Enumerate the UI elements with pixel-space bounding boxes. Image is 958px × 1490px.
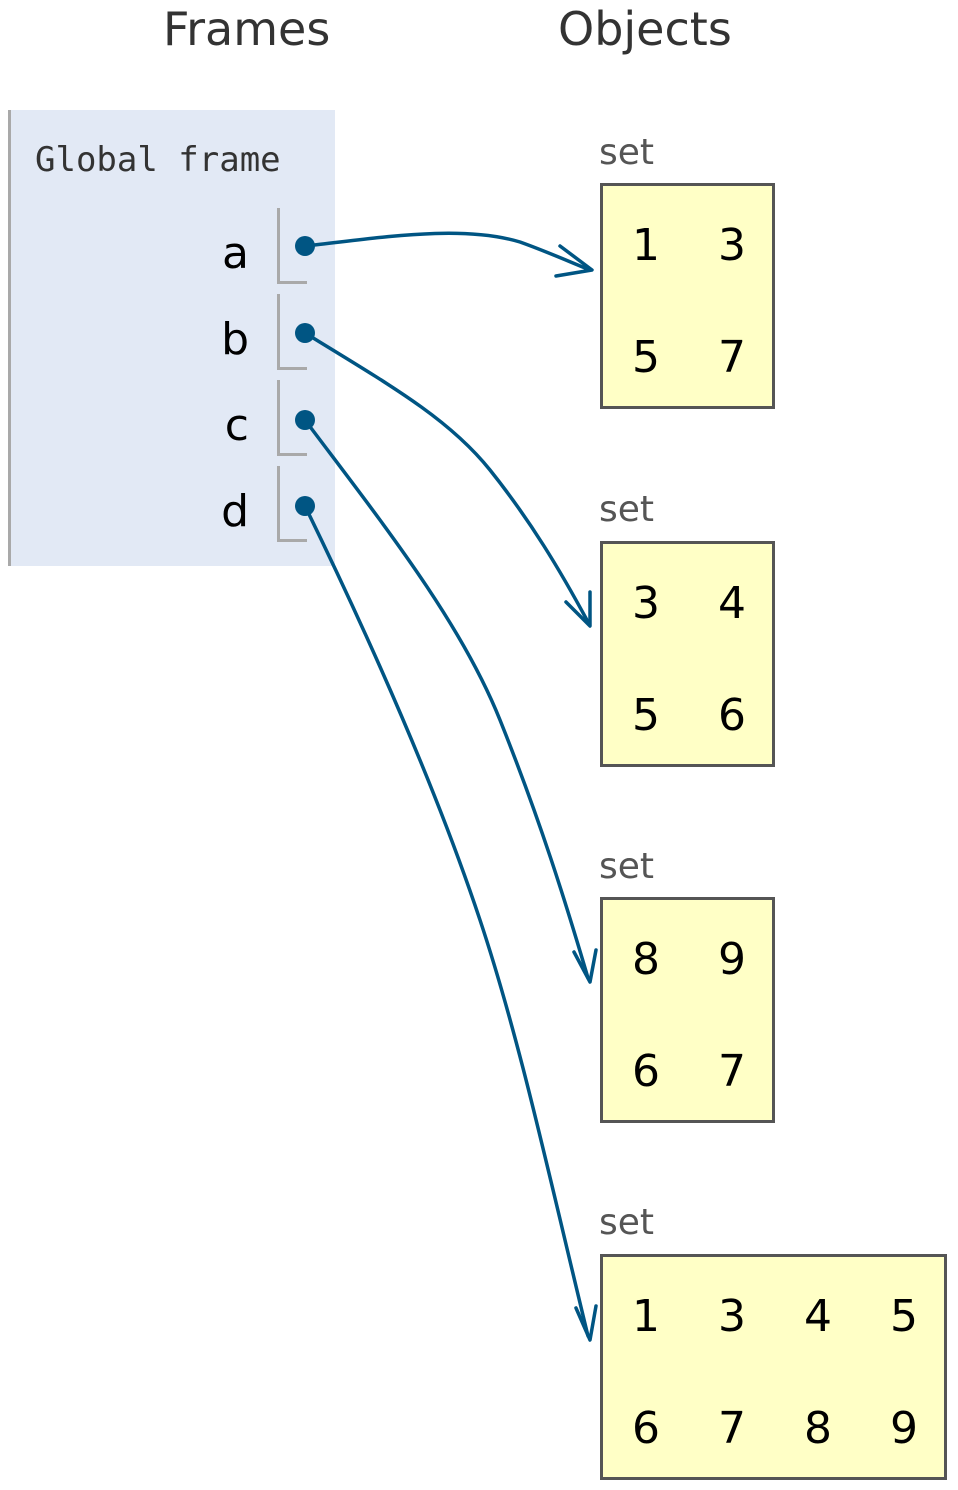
set-type-label: set	[599, 846, 655, 887]
variable-c-name: c	[224, 400, 249, 451]
set-element: 4	[804, 1291, 832, 1342]
set-element: 8	[804, 1403, 832, 1454]
set-object[interactable]: 3 4 5 6	[600, 541, 775, 767]
frames-heading: Frames	[163, 2, 331, 56]
objects-heading: Objects	[558, 2, 732, 56]
set-element: 9	[718, 934, 746, 985]
set-type-label: set	[599, 489, 655, 530]
variable-d-slot[interactable]	[277, 466, 307, 542]
variable-c-slot[interactable]	[277, 380, 307, 456]
pointer-arrow-b	[303, 331, 590, 624]
set-element: 4	[718, 578, 746, 629]
pointer-dot-b	[295, 323, 315, 343]
global-frame: Global frame a b c d	[8, 110, 335, 566]
global-frame-title: Global frame	[35, 140, 281, 180]
set-type-label: set	[599, 1202, 655, 1243]
set-element: 7	[718, 1403, 746, 1454]
set-element: 5	[890, 1291, 918, 1342]
set-element: 5	[632, 332, 660, 383]
variable-b-slot[interactable]	[277, 294, 307, 370]
set-element: 1	[632, 1291, 660, 1342]
variable-a-name: a	[222, 228, 249, 279]
set-element: 6	[632, 1403, 660, 1454]
pointer-arrow-c	[303, 418, 590, 980]
set-element: 7	[718, 332, 746, 383]
set-object[interactable]: 1 3 5 7	[600, 183, 775, 409]
set-element: 3	[718, 1291, 746, 1342]
pointer-arrow-d	[303, 504, 590, 1338]
set-element: 8	[632, 934, 660, 985]
arrowhead-c	[572, 948, 598, 984]
arrowhead-d	[574, 1304, 598, 1342]
arrowhead-a	[554, 244, 594, 278]
pointer-dot-c	[295, 410, 315, 430]
set-element: 3	[718, 220, 746, 271]
set-object[interactable]: 8 9 6 7	[600, 897, 775, 1123]
variable-d-name: d	[221, 486, 249, 537]
variable-a-slot[interactable]	[277, 208, 307, 284]
arrowhead-b	[564, 590, 592, 628]
set-element: 7	[718, 1046, 746, 1097]
set-element: 6	[718, 690, 746, 741]
set-element: 6	[632, 1046, 660, 1097]
set-element: 5	[632, 690, 660, 741]
pointer-arrow-a	[303, 231, 592, 272]
pointer-dot-a	[295, 236, 315, 256]
variable-b-name: b	[221, 314, 249, 365]
set-element: 3	[632, 578, 660, 629]
set-element: 1	[632, 220, 660, 271]
pointer-dot-d	[295, 496, 315, 516]
set-type-label: set	[599, 132, 655, 173]
set-element: 9	[890, 1403, 918, 1454]
set-object[interactable]: 1 3 4 5 6 7 8 9	[600, 1254, 947, 1480]
